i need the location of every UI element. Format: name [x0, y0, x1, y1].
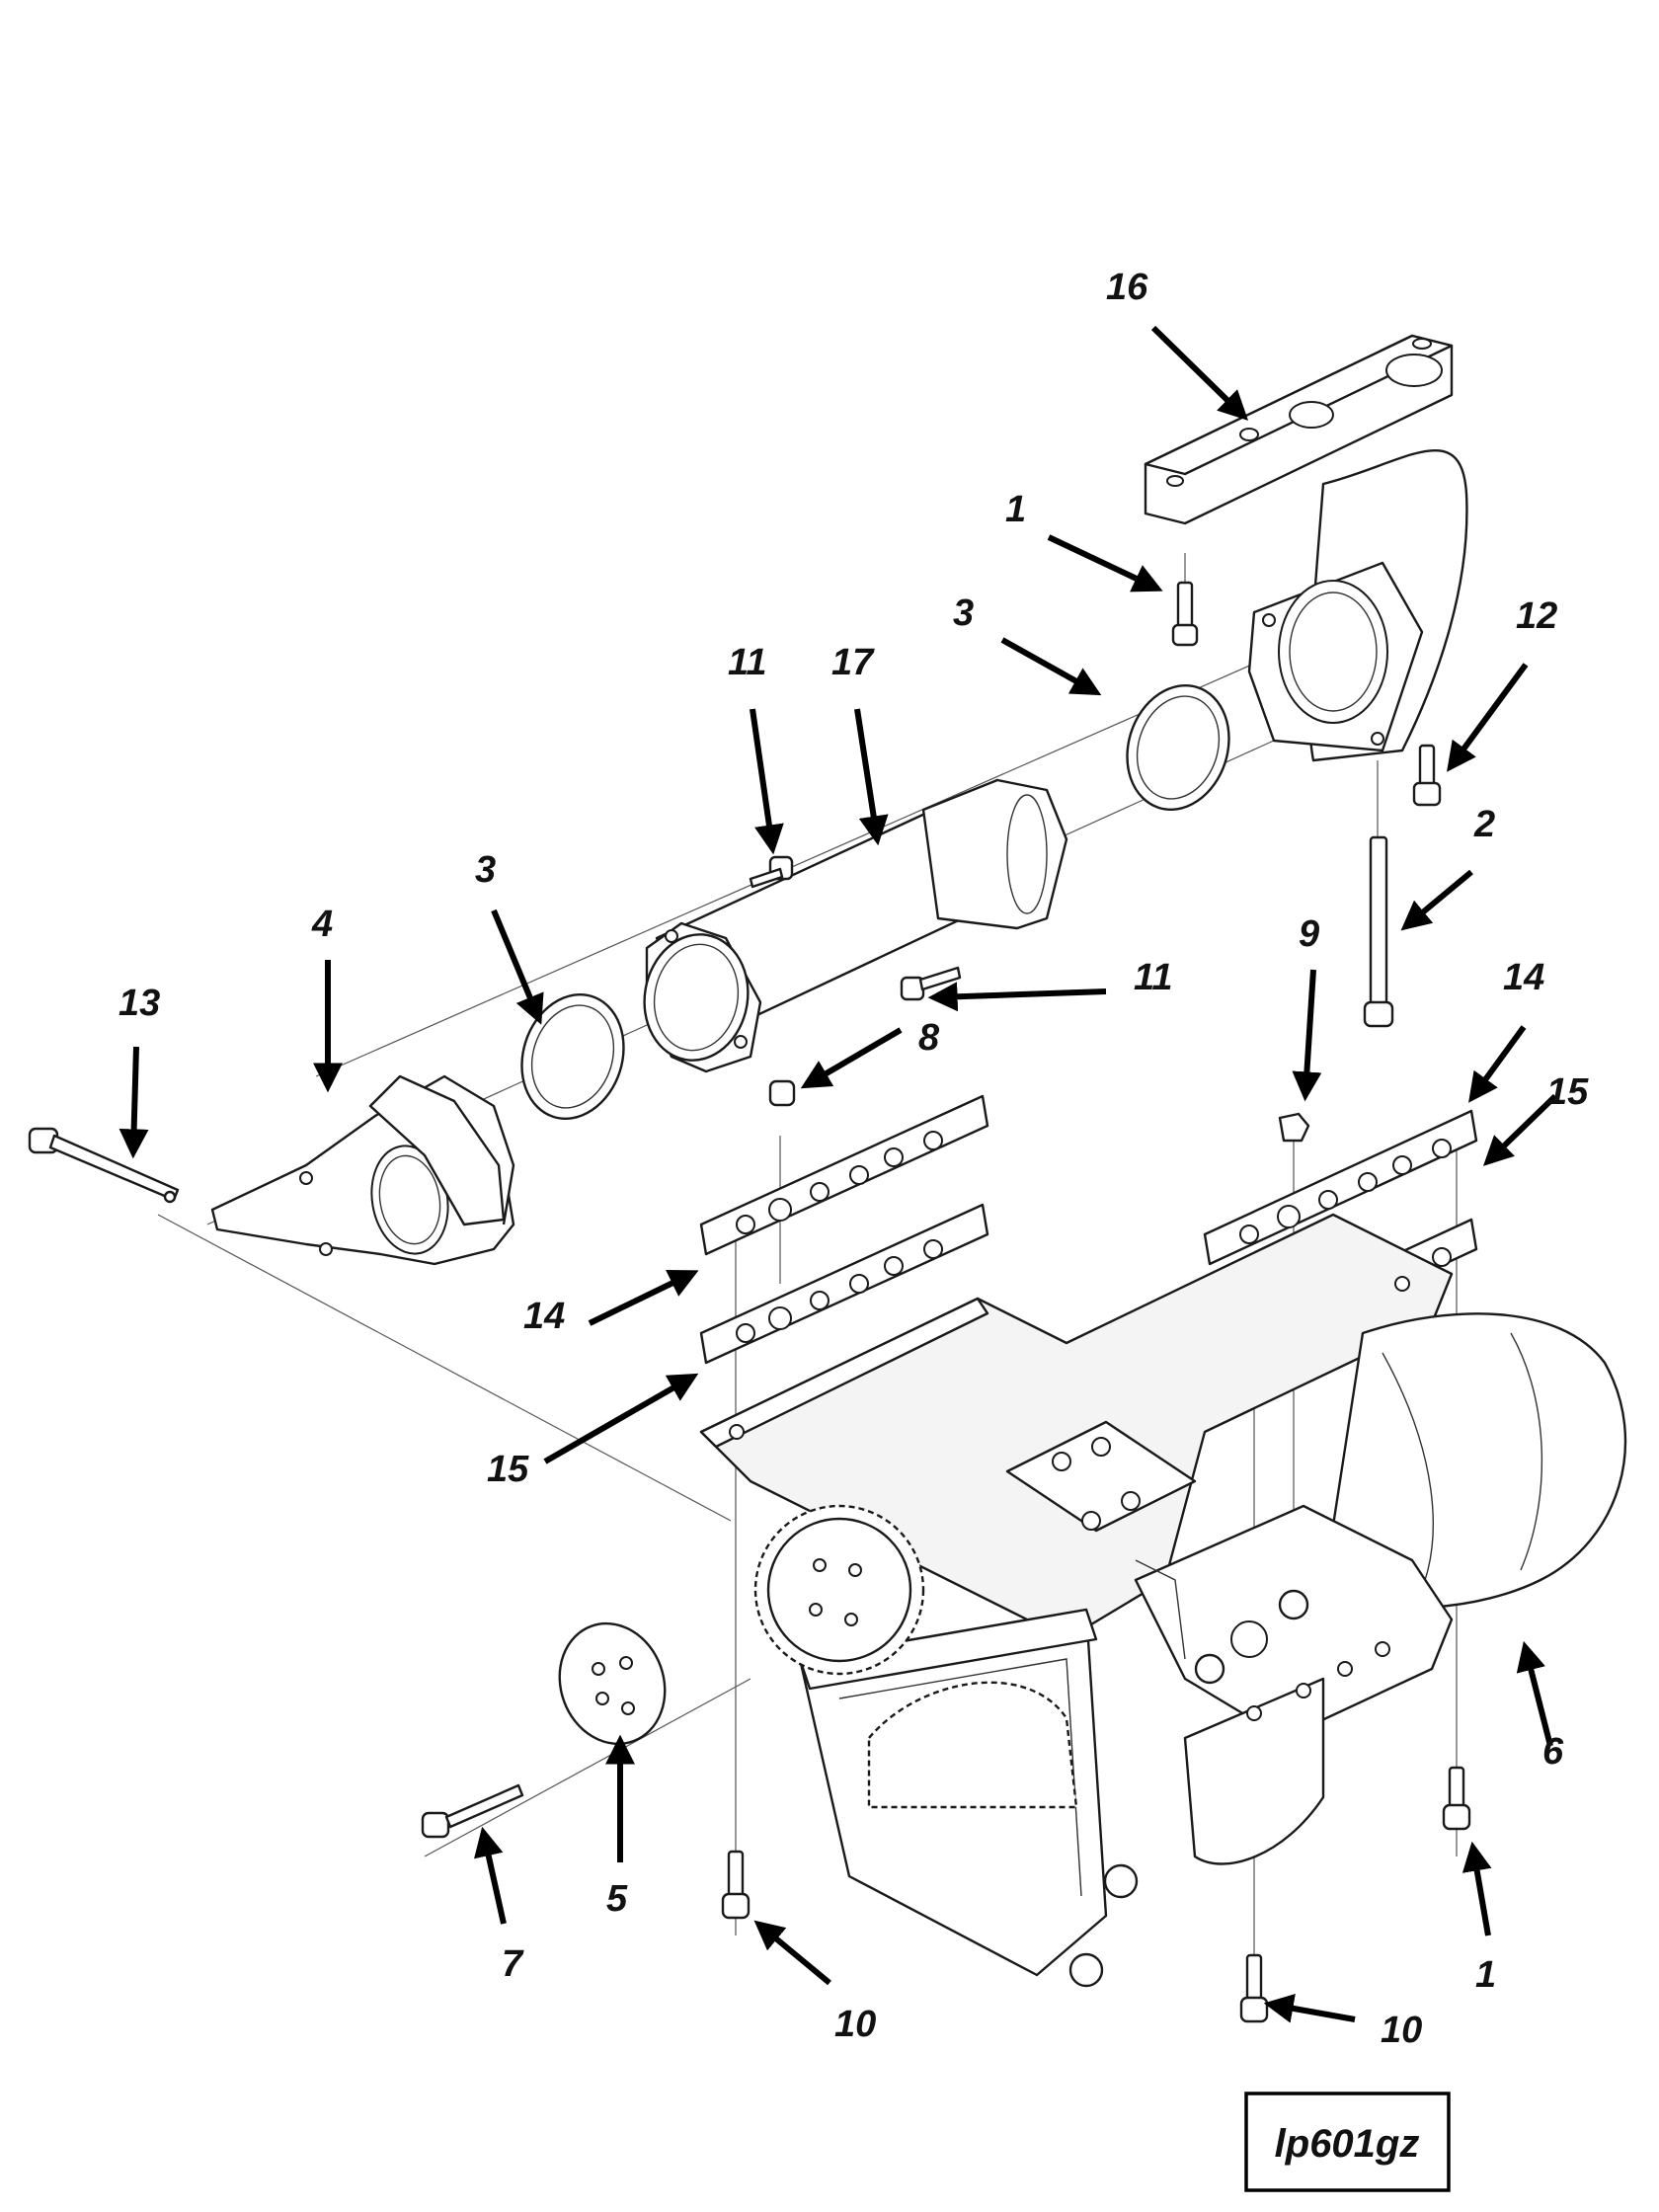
callout-17: 17: [831, 642, 875, 683]
part-5-cover-disc: [558, 1621, 667, 1746]
pump-gears: [753, 1504, 1078, 1809]
callout-16: 16: [1106, 267, 1148, 308]
callout-12: 12: [1516, 595, 1557, 637]
part-3-gasket-ring-upper: [1126, 684, 1230, 811]
figure-id-box: lp601gz: [1244, 2092, 1451, 2192]
part-10-1-bolts-lower: [721, 1766, 1471, 2023]
callout-leader-arrows: [118, 325, 1558, 2023]
callout-8: 8: [918, 1017, 940, 1059]
callout-1-upper: 1: [1005, 489, 1026, 530]
part-7-bolt: [421, 1783, 524, 1839]
callout-14-left: 14: [523, 1296, 565, 1337]
part-3-gasket-ring-lower: [520, 993, 625, 1120]
part-13-long-bolt: [28, 1127, 180, 1204]
callout-10-left: 10: [834, 2004, 876, 2045]
callout-10-right: 10: [1381, 2010, 1422, 2051]
callout-4: 4: [311, 904, 333, 945]
callout-5: 5: [606, 1878, 628, 1920]
callout-15-left: 15: [487, 1449, 529, 1490]
callout-3-upper: 3: [953, 592, 974, 634]
callout-11-lower: 11: [1134, 957, 1172, 998]
callout-7: 7: [502, 1943, 524, 1985]
callout-13: 13: [118, 983, 160, 1024]
part-1-2-12-bolts-upper: [1171, 581, 1442, 1028]
callout-2: 2: [1473, 804, 1495, 845]
part-16-elbow-bracket: [1144, 334, 1468, 762]
part-4-adapter-flange: [210, 1074, 515, 1266]
figure-id-label: lp601gz: [1275, 2122, 1420, 2166]
part-17-tube: [643, 778, 1068, 1073]
callout-14-right: 14: [1503, 957, 1544, 998]
callout-9: 9: [1299, 913, 1319, 955]
callout-6: 6: [1542, 1731, 1564, 1773]
callout-labels: 16 1 3 12 11 17 2 3 4 13 11 8 9 14 15 14…: [118, 267, 1589, 2051]
callout-15-right: 15: [1546, 1071, 1589, 1113]
callout-1-lower: 1: [1475, 1954, 1496, 1996]
part-14-15-shims-left: [699, 1079, 989, 1365]
callout-3-lower: 3: [475, 849, 496, 891]
callout-11-upper: 11: [728, 642, 766, 683]
